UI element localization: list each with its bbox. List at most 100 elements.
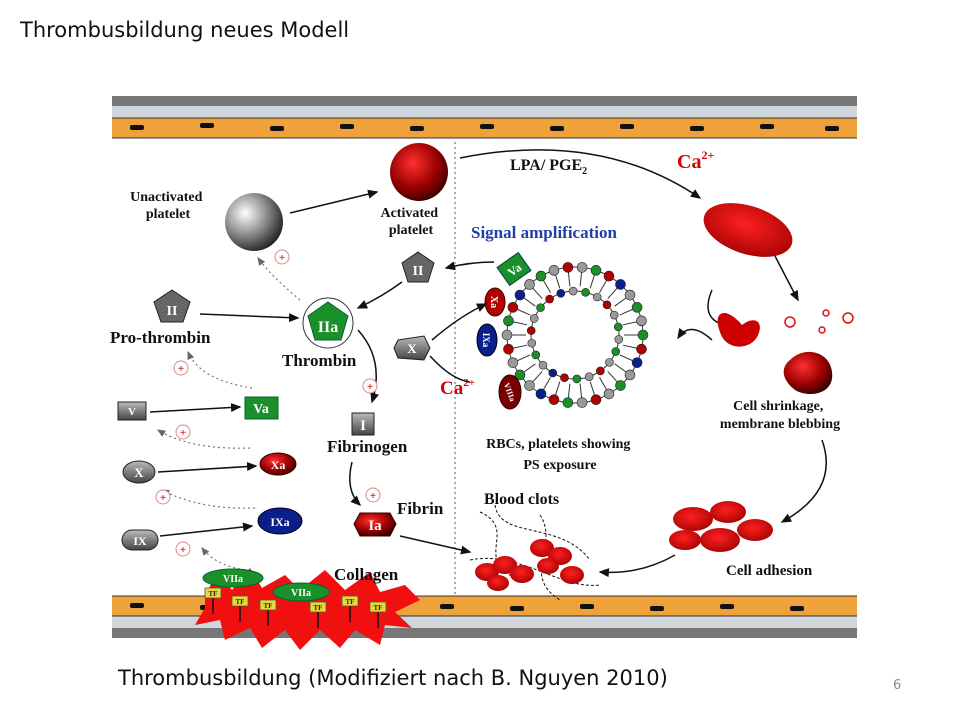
membrane-head: [503, 315, 514, 327]
membrane-head: [507, 302, 519, 313]
membrane-tail: [532, 287, 543, 299]
plus-icon: [274, 249, 290, 265]
membrane-head: [572, 374, 582, 384]
svg-text:II: II: [413, 264, 424, 279]
arrow-fibrinogen-to-fibrin: [349, 461, 362, 507]
membrane-head: [584, 372, 594, 381]
svg-text:VIIa: VIIa: [291, 588, 311, 599]
membrane-tail: [517, 308, 531, 316]
membrane-head: [613, 322, 623, 332]
membrane-tail: [567, 272, 571, 287]
membrane-tail: [589, 381, 595, 396]
factor-ia-fibrin: Ia: [353, 512, 397, 537]
factor-xa-membrane: Xa: [484, 287, 506, 317]
membrane-head: [501, 329, 513, 341]
factor-iia-thrombin: IIa: [302, 297, 354, 349]
slide-title: Thrombusbildung neues Modell: [20, 18, 350, 42]
collagen-label: Collagen: [334, 565, 399, 584]
membrane-head: [514, 369, 526, 381]
arrow-x-to-ca: [429, 355, 471, 383]
red-blood-cell-icon: [703, 203, 793, 257]
factor-xa: Xa: [259, 452, 297, 476]
thrombin-label: Thrombin: [282, 351, 357, 370]
membrane-head: [603, 388, 615, 400]
fibrin-label: Fibrin: [397, 499, 444, 518]
calcium-label-top: Ca2+: [677, 148, 714, 173]
membrane-tail: [614, 297, 627, 307]
arrow-x-to-xa-left: [157, 462, 258, 473]
cell-shrinkage-label: Cell shrinkage, membrane blebbing: [720, 399, 840, 432]
arrow-rbc-shrink: [774, 255, 799, 302]
rbcs-ps-exposure-label: RBCs, platelets showing PS exposure: [486, 437, 634, 473]
membrane-tail: [622, 321, 637, 326]
vessel-wall-top: [112, 96, 857, 139]
membrane-head: [524, 279, 535, 290]
membrane-head: [596, 366, 605, 376]
factor-ii-pentagon-right: II: [401, 251, 435, 283]
svg-text:+: +: [180, 427, 186, 439]
membrane-head: [576, 262, 588, 273]
arrow-to-membrane: [677, 328, 713, 341]
membrane-tail: [523, 297, 536, 307]
factor-viia-left: VIIa: [202, 568, 264, 588]
membrane-head: [548, 394, 560, 405]
membrane-tail: [622, 344, 637, 349]
phospholipid-membrane: [501, 262, 649, 408]
membrane-head: [636, 315, 647, 327]
factor-v: V: [117, 401, 147, 421]
arrow-v-to-va: [149, 403, 242, 413]
membrane-head: [526, 326, 536, 335]
svg-text:Ia: Ia: [368, 518, 382, 534]
arrow-ix-to-ixa: [159, 522, 254, 537]
svg-text:+: +: [367, 381, 373, 393]
tissue-factor-label: TF: [346, 598, 355, 606]
membrane-head: [631, 302, 643, 313]
factor-va-membrane: Va: [496, 251, 532, 287]
arrow-lpa-to-rbc: [459, 149, 702, 199]
membrane-head: [503, 343, 514, 355]
factor-x-left: X: [122, 460, 156, 484]
membrane-tail: [532, 371, 543, 383]
membrane-head: [514, 289, 526, 301]
svg-text:X: X: [134, 465, 144, 480]
activated-platelet-label: Activated platelet: [380, 206, 441, 238]
factor-viiia-membrane: VIIIa: [498, 374, 522, 410]
svg-text:I: I: [360, 418, 366, 434]
tissue-factor-icon: [341, 595, 359, 607]
svg-text:Xa: Xa: [271, 458, 286, 472]
membrane-tail: [614, 363, 627, 373]
tissue-factor-icon: [369, 601, 387, 613]
svg-text:+: +: [279, 252, 285, 264]
svg-text:Va: Va: [505, 260, 524, 279]
membrane-head: [602, 300, 612, 310]
membrane-tail: [523, 363, 536, 373]
membrane-tail: [607, 371, 618, 383]
svg-text:X: X: [407, 341, 417, 356]
membrane-inner-heads: [526, 286, 624, 384]
membrane-tail: [579, 383, 583, 398]
membrane-head: [590, 394, 602, 405]
membrane-head: [590, 265, 602, 276]
figure-caption: Thrombusbildung (Modifiziert nach B. Ngu…: [118, 666, 668, 690]
factor-x-right: X: [393, 335, 431, 361]
svg-text:VIIa: VIIa: [223, 574, 243, 585]
factor-ixa: IXa: [257, 507, 303, 535]
membrane-head: [637, 329, 649, 341]
svg-text:+: +: [370, 490, 376, 502]
arrow-thrombin-to-fibrinogen: [357, 329, 379, 404]
membrane-tail: [619, 308, 633, 316]
tissue-factor-icon: [231, 595, 249, 607]
factor-ix: IX: [121, 529, 159, 551]
membrane-tail: [517, 354, 531, 362]
membrane-head: [548, 368, 558, 378]
arrow-prothrombin-to-thrombin: [199, 313, 300, 323]
tissue-factor-label: TF: [209, 590, 218, 598]
membrane-head: [614, 335, 624, 344]
factor-viia-right: VIIa: [272, 582, 330, 602]
membrane-head: [536, 303, 545, 312]
tissue-factor-icon: [259, 599, 277, 611]
blood-clot-icon: [469, 504, 601, 601]
membrane-tail: [599, 377, 607, 390]
